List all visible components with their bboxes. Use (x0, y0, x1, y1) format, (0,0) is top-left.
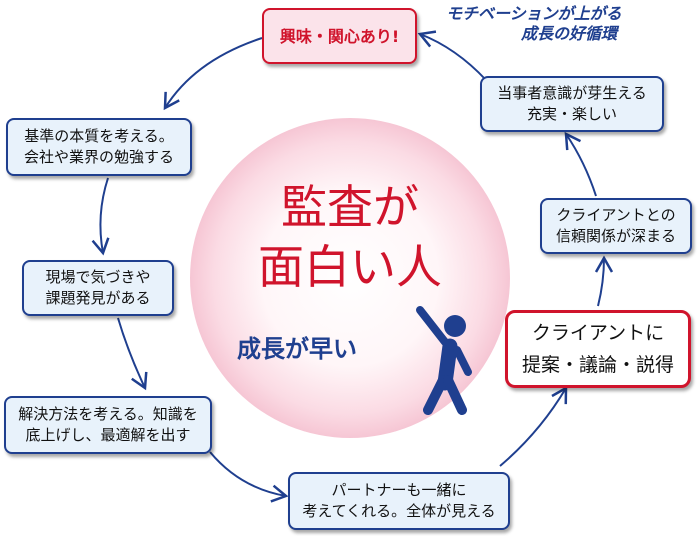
arrow-interest-to-standards (163, 37, 263, 111)
center-title-line2: 面白い人 (258, 240, 442, 294)
step-field-line2: 課題発見がある (45, 289, 151, 307)
center-glow-circle (190, 118, 510, 438)
step-interest-label: 興味・関心あり! (279, 26, 400, 46)
arrow-solution-to-partner (209, 451, 289, 503)
step-trust-line2: 信頼関係が深まる (555, 227, 676, 245)
tagline-line1: モチベーションが上がる (446, 4, 622, 23)
step-ownership: 当事者意識が芽生える 充実・楽しい (480, 76, 664, 132)
step-client-line1: クライアントに (531, 322, 665, 344)
step-trust: クライアントとの 信頼関係が深まる (540, 198, 692, 254)
arrow-standards-to-field (91, 177, 110, 256)
step-solution-line2: 底上げし、最適解を出す (25, 426, 191, 444)
step-solution: 解決方法を考える。知識を 底上げし、最適解を出す (4, 396, 212, 454)
step-client: クライアントに 提案・議論・説得 (505, 310, 691, 388)
step-solution-line1: 解決方法を考える。知識を (18, 405, 198, 423)
step-partner: パートナーも一緒に 考えてくれる。全体が見える (288, 472, 510, 530)
step-interest: 興味・関心あり! (262, 8, 417, 64)
step-partner-line2: 考えてくれる。全体が見える (302, 502, 496, 520)
step-ownership-line2: 充実・楽しい (526, 105, 617, 123)
arrow-trust-to-ownership (564, 131, 597, 197)
arrow-partner-to-client (499, 385, 568, 467)
tagline-line2: 成長の好循環 (521, 24, 618, 43)
step-trust-line1: クライアントとの (556, 206, 676, 224)
step-standards-line1: 基準の本質を考える。 (24, 127, 174, 145)
arrow-field-to-solution (117, 317, 148, 391)
center-title-line1: 監査が (281, 180, 419, 234)
arrow-ownership-to-interest (417, 30, 487, 81)
growth-label: 成長が早い (237, 335, 357, 363)
step-client-line2: 提案・議論・説得 (521, 354, 674, 376)
step-ownership-line1: 当事者意識が芽生える (497, 84, 647, 102)
person-raising-arm-icon (416, 306, 472, 415)
step-partner-line1: パートナーも一緒に (331, 481, 467, 499)
step-standards-line2: 会社や業界の勉強する (23, 148, 174, 166)
step-field-line1: 現場で気づきや (45, 268, 151, 286)
step-field: 現場で気づきや 課題発見がある (22, 260, 174, 316)
arrow-client-to-trust (594, 255, 614, 307)
step-standards: 基準の本質を考える。 会社や業界の勉強する (6, 118, 192, 176)
